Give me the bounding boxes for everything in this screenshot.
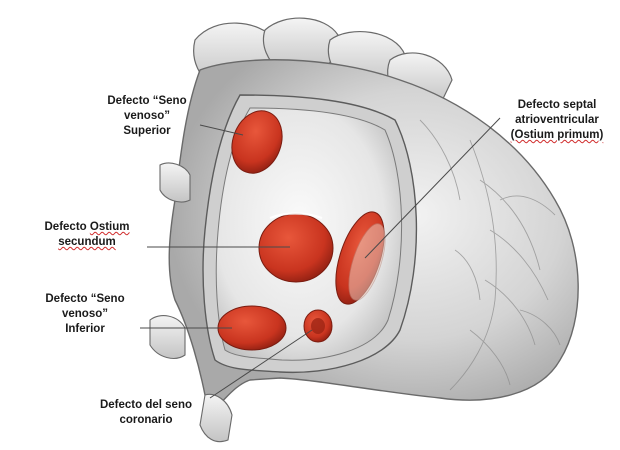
label-seno-superior-line3: Superior bbox=[92, 124, 202, 139]
label-septal-av-line1: Defecto septal bbox=[498, 98, 616, 113]
label-seno-superior: Defecto “Seno venoso” Superior bbox=[92, 94, 202, 139]
label-septal-av-line3: (Ostium primum) bbox=[498, 128, 616, 143]
label-seno-coronario-line1: Defecto del seno bbox=[76, 398, 216, 413]
label-septal-av: Defecto septal atrioventricular (Ostium … bbox=[498, 98, 616, 143]
label-ostium-secundum-word: Defecto bbox=[45, 221, 90, 233]
defect-seno-coronario-inner bbox=[311, 318, 325, 334]
label-seno-coronario-line2: coronario bbox=[76, 413, 216, 428]
label-seno-inferior-line3: Inferior bbox=[30, 322, 140, 337]
defect-ostium-secundum bbox=[259, 214, 333, 282]
label-septal-av-line2: atrioventricular bbox=[498, 113, 616, 128]
svc-stub bbox=[160, 163, 190, 202]
label-ostium-secundum-ostium: Ostium bbox=[90, 221, 130, 233]
label-ostium-secundum-line2: secundum bbox=[22, 235, 152, 250]
label-seno-inferior-line1: Defecto “Seno bbox=[30, 292, 140, 307]
label-seno-superior-line1: Defecto “Seno bbox=[92, 94, 202, 109]
ivc-stub bbox=[150, 316, 185, 359]
label-ostium-secundum: Defecto Ostium secundum bbox=[22, 220, 152, 250]
label-seno-coronario: Defecto del seno coronario bbox=[76, 398, 216, 428]
label-seno-inferior: Defecto “Seno venoso” Inferior bbox=[30, 292, 140, 337]
label-seno-superior-line2: venoso” bbox=[92, 109, 202, 124]
label-seno-inferior-line2: venoso” bbox=[30, 307, 140, 322]
